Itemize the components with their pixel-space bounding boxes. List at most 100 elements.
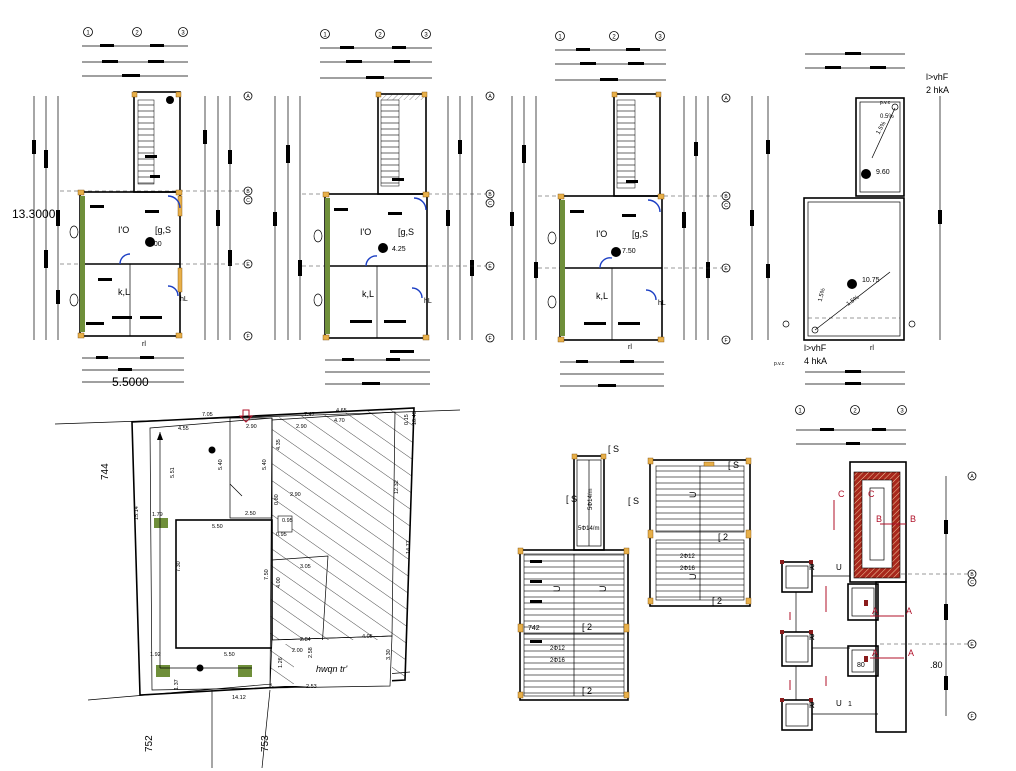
foundation-label: R: [809, 633, 815, 642]
grid-bubble-label: 2: [378, 33, 382, 39]
roof-plan: l>vhF 2 hkA p.v.c 0.5% 1.5% 9.60 10.75 1…: [750, 52, 949, 385]
grid-bubble-label: 2: [135, 31, 139, 37]
grid-bubble-label: F: [970, 714, 973, 720]
stair-a-rebar: 5Φ14/m: [578, 526, 599, 532]
site-dim: 2.84: [300, 637, 311, 643]
site-dim: 14.12: [232, 695, 246, 701]
plan3-room-label-top-right: [g,S: [632, 229, 648, 239]
stair-b-label-side: [ S: [628, 496, 639, 506]
site-dim: 2.90: [296, 424, 307, 430]
site-dim: 5.40: [262, 459, 268, 470]
foundation-label: R: [809, 563, 815, 572]
site-dim: 0.95: [276, 532, 287, 538]
stair-b-rebar: 2Φ12: [680, 554, 695, 560]
plan2-room-label-bottom: k,L: [362, 289, 374, 299]
grid-bubble-label: F: [246, 334, 249, 340]
foundation-section-marker: A: [872, 648, 878, 658]
site-dim: 4.00: [276, 577, 282, 588]
site-dim: 1.26: [278, 657, 284, 668]
site-dim: 2.90: [246, 424, 257, 430]
floor-plan-3: 1 2 3 A B C E F I'O [g,S 7.50 k,L hL rl: [510, 31, 731, 387]
site-dim: 0.95: [282, 518, 293, 524]
site-dim: 1.37: [174, 679, 180, 690]
stair-a-rebar: 2Φ12: [550, 646, 565, 652]
grid-bubble-label: A: [246, 94, 250, 100]
site-dim: 4.65: [336, 408, 347, 414]
site-dim: 5.50: [224, 652, 235, 658]
foundation-section-marker: C: [868, 489, 875, 499]
site-dim: 2.90: [290, 492, 301, 498]
foundation-section-marker: C: [838, 489, 845, 499]
stair-a-label: [ 2: [582, 622, 592, 632]
site-plot-number-left: 744: [100, 463, 111, 480]
grid-bubble-label: A: [488, 94, 492, 100]
plan2-room-label-top: I'O: [360, 227, 371, 237]
site-dim: 3.30: [386, 649, 392, 660]
plan1-room-label-bottom: k,L: [118, 287, 130, 297]
plan1-height-dimension: 13.3000: [12, 207, 56, 221]
grid-bubble-label: 3: [424, 33, 428, 39]
site-dim: 0.15: [404, 414, 410, 425]
grid-bubble-label: E: [246, 262, 250, 268]
site-dim: 15.14: [134, 506, 140, 520]
foundation-label: U: [836, 563, 842, 572]
grid-bubble-label: 3: [658, 35, 662, 41]
grid-bubble-label: C: [488, 201, 492, 207]
site-dim: 10.43: [412, 411, 418, 425]
floor-plan-2: 1 2 3 A B C E F I'O [g,S 4.25 k,L hL: [273, 29, 495, 385]
site-dim: 4.55: [178, 426, 189, 432]
stair-a-label: [ S: [608, 444, 619, 454]
roof-slope-c: 1.5%: [818, 287, 828, 302]
site-dim: 7.05: [202, 412, 213, 418]
plan1-room-label-top-right: [g,S: [155, 225, 171, 235]
site-dim: 14.77: [406, 540, 412, 554]
grid-bubble-3: [178, 27, 188, 37]
roof-label-bottom-b: 4 hkA: [804, 356, 827, 366]
grid-bubble-label: 3: [900, 409, 904, 415]
grid-bubble-label: E: [970, 642, 974, 648]
stair-a-label: [ 2: [582, 686, 592, 696]
foundation-label: 80: [857, 662, 865, 669]
site-plot-number-bottom-1: 752: [144, 735, 155, 752]
site-dim: 2.50: [245, 511, 256, 517]
grid-bubble-label: 1: [323, 33, 327, 39]
site-dim: 3.05: [300, 564, 311, 570]
grid-bubble-2: [132, 27, 142, 37]
stair-b-label: [ 2: [712, 596, 722, 606]
grid-bubble-1: [83, 27, 93, 37]
site-dim: 4.70: [334, 418, 345, 424]
grid-bubble-label: E: [488, 264, 492, 270]
grid-bubble-label: B: [246, 189, 250, 195]
grid-bubble-label: C: [246, 198, 250, 204]
plan2-level-label: 4.25: [392, 246, 406, 253]
site-dim: 2.00: [292, 648, 303, 654]
stair-a-rebar: 5Φ14/m: [588, 489, 594, 510]
dim-text-mark: [100, 44, 114, 47]
grid-bubble-label: F: [724, 338, 727, 344]
floor-plan-1: 1 2 3 13.3000 A B C E F I'O [g,S 1.00 k,…: [12, 27, 253, 389]
plan3-room-label-small: hL: [658, 300, 666, 307]
plan1-level-label: 1.00: [148, 241, 162, 248]
site-dim: 5.50: [212, 524, 223, 530]
grid-bubble-label: E: [724, 266, 728, 272]
stair-a-label: [ S: [566, 494, 577, 504]
site-street-note: hwqn tr': [316, 664, 348, 674]
plan3-room-label-bottom: k,L: [596, 291, 608, 301]
site-dim: 4.05: [362, 634, 373, 640]
grid-bubble-label: F: [488, 336, 491, 342]
site-dim: 1.79: [152, 512, 163, 518]
foundation-label: U: [836, 699, 842, 708]
grid-bubble-label: C: [970, 580, 974, 586]
site-dim: 2.58: [308, 647, 314, 658]
plan1-room-label-top: I'O: [118, 225, 129, 235]
plan2-room-label-small: hL: [424, 298, 432, 305]
stair-detail-a: [ S [ S 5Φ14/m 5Φ14/m U U 742 [ 2 2Φ12 2…: [517, 444, 630, 701]
foundation-label: 1: [848, 701, 852, 708]
grid-bubble-label: 2: [853, 409, 857, 415]
grid-bubble-A: [243, 91, 253, 101]
plan2-room-label-top-right: [g,S: [398, 227, 414, 237]
foundation-plan: 1 2 3 A B C E F C C B B A A A A U U 80 .…: [780, 405, 977, 733]
grid-bubble-label: B: [724, 194, 728, 200]
roof-label-bottom-a: l>vhF: [804, 343, 827, 353]
